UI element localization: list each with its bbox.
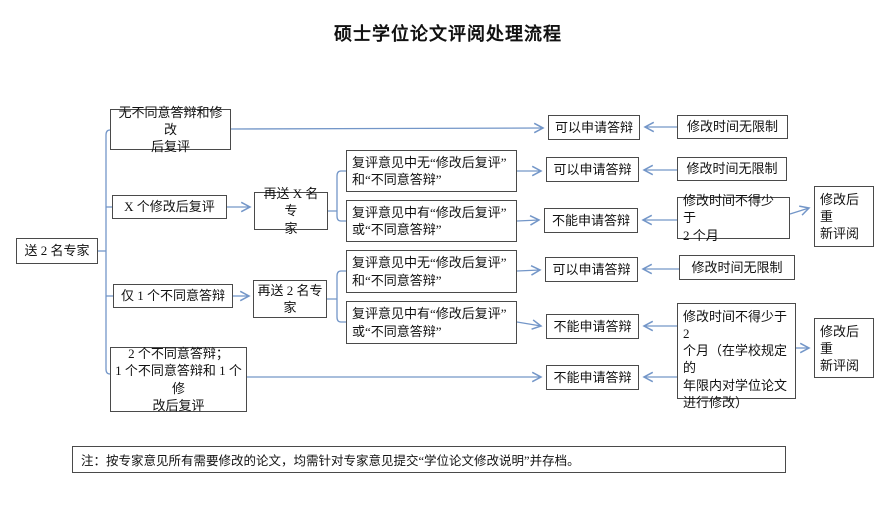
flowchart-title: 硕士学位论文评阅处理流程	[334, 24, 562, 44]
node-revise-rereview-2: 修改后重 新评阅	[814, 318, 874, 378]
node-rereview-has-a: 复评意见中有“修改后复评” 或“不同意答辩”	[346, 200, 517, 242]
node-2-disagree-combo: 2 个不同意答辩； 1 个不同意答辩和 1 个修 改后复评	[110, 346, 247, 413]
arrow-reviewhasb-cannotdefend	[516, 319, 543, 330]
node-min-2-months-detail: 修改时间不得少于 2 个月（在学校规定的 年限内对学位论文 进行修改）	[677, 303, 796, 410]
node-cannot-defend-3: 不能申请答辩	[546, 365, 639, 390]
node-revise-rereview-1: 修改后重 新评阅	[814, 186, 874, 247]
connector-bracket-resend-2	[327, 270, 346, 323]
node-x-revise-rereview: X 个修改后复评	[112, 195, 227, 219]
node-rereview-none-a: 复评意见中无“修改后复评” 和“不同意答辩”	[346, 150, 517, 192]
node-rereview-none-b: 复评意见中无“修改后复评” 和“不同意答辩”	[346, 250, 517, 293]
node-only-1-disagree: 仅 1 个不同意答辩	[113, 284, 233, 308]
node-no-time-limit-2: 修改时间无限制	[677, 157, 787, 181]
node-no-time-limit-1: 修改时间无限制	[677, 115, 788, 139]
connector-spine-down	[105, 251, 111, 375]
node-can-defend-2: 可以申请答辩	[546, 157, 639, 182]
connector-spine-up	[105, 129, 111, 251]
node-no-time-limit-3: 修改时间无限制	[679, 255, 795, 280]
node-rereview-has-b: 复评意见中有“修改后复评” 或“不同意答辩”	[346, 301, 517, 344]
arrow-min2months-rereview	[789, 205, 811, 216]
arrow-noobjection-candefend	[230, 122, 545, 134]
arrow-reviewnob-candefend	[516, 265, 542, 276]
arrow-reviewhasa-cannotdefend	[516, 215, 541, 226]
node-no-disagree-or-revise: 无不同意答辩和修改 后复评	[110, 105, 231, 154]
node-can-defend-3: 可以申请答辩	[545, 257, 638, 282]
node-can-defend-1: 可以申请答辩	[548, 115, 640, 140]
node-cannot-defend-1: 不能申请答辩	[544, 208, 638, 233]
node-resend-x-experts: 再送 X 名专 家	[254, 186, 328, 236]
connector-bracket-resend-x	[328, 170, 346, 222]
node-send-2-experts: 送 2 名专家	[16, 238, 98, 264]
node-resend-2-experts: 再送 2 名专 家	[253, 280, 327, 318]
note-box: 注：按专家意见所有需要修改的论文，均需针对专家意见提交“学位论文修改说明”并存档…	[72, 446, 786, 473]
node-min-2-months: 修改时间不得少于 2 个月	[677, 193, 790, 243]
node-cannot-defend-2: 不能申请答辩	[546, 314, 639, 339]
